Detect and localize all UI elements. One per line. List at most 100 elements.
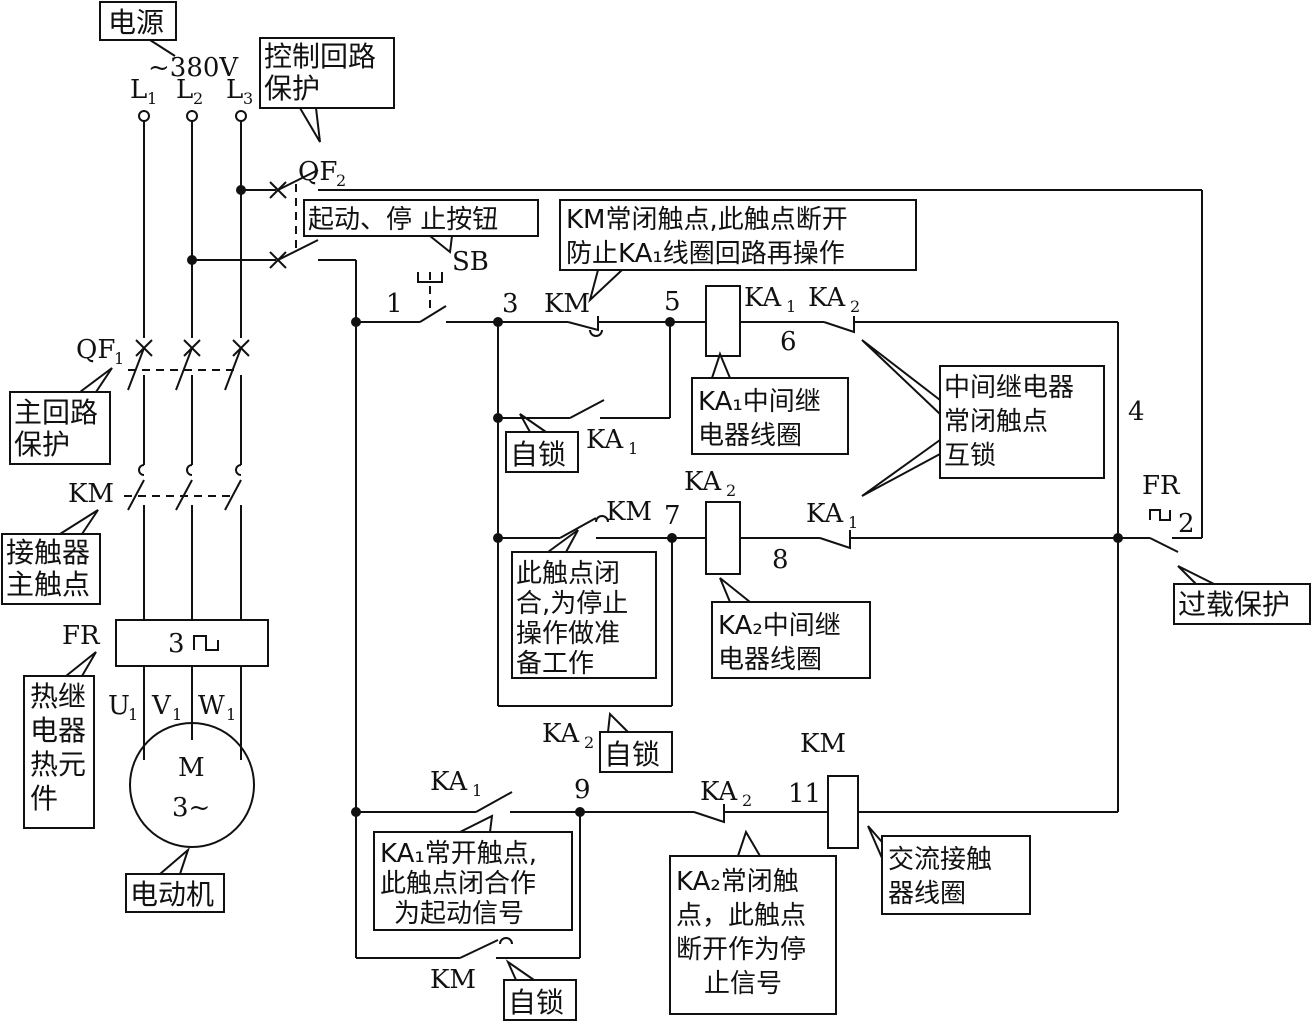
svg-text:5: 5 <box>664 287 681 317</box>
svg-text:止信号: 止信号 <box>704 969 782 999</box>
svg-text:电器线圈: 电器线圈 <box>718 645 822 675</box>
control-row-1: 1 3 KM 5 KA 1 6 KA 2 4 <box>351 272 1145 812</box>
svg-text:自锁: 自锁 <box>604 738 660 771</box>
svg-text:L: L <box>226 75 243 105</box>
ka2-self-lock-label: KA <box>542 719 580 749</box>
svg-text:主回路: 主回路 <box>14 396 98 429</box>
svg-text:此触点闭合作: 此触点闭合作 <box>380 869 536 899</box>
self-lock-callout-2: 自锁 <box>599 711 673 773</box>
ka2-coil <box>705 501 741 575</box>
svg-text:控制回路: 控制回路 <box>264 40 376 73</box>
sb-button-head[interactable] <box>417 272 443 283</box>
ka2-coil-callout: KA₂中间继 电器线圈 <box>711 577 871 679</box>
motor: U 1 V 1 W 1 M 3~ <box>108 691 255 848</box>
svg-text:3: 3 <box>502 289 519 319</box>
svg-text:4: 4 <box>1128 397 1145 427</box>
svg-text:KM: KM <box>800 729 846 759</box>
km-no-contact <box>559 517 597 539</box>
fr-nc-contact <box>1149 537 1179 553</box>
svg-text:1: 1 <box>226 705 236 724</box>
svg-text:KA₂常闭触: KA₂常闭触 <box>676 867 799 897</box>
motor-callout: 电动机 <box>125 846 225 913</box>
control-row-3: KA 1 9 KA 2 11 KM <box>351 729 1118 849</box>
svg-text:电动机: 电动机 <box>130 878 214 911</box>
ka1-start-contact <box>475 791 513 813</box>
svg-text:KA: KA <box>430 767 468 797</box>
svg-text:此触点闭: 此触点闭 <box>516 559 620 589</box>
svg-text:KA₁常开触点,: KA₁常开触点, <box>380 839 537 869</box>
svg-text:M: M <box>178 753 205 783</box>
svg-text:保护: 保护 <box>264 72 320 105</box>
motor-circle <box>129 722 255 848</box>
km-no-bottom-contact <box>459 939 499 959</box>
svg-text:电器: 电器 <box>30 714 86 747</box>
svg-text:2: 2 <box>336 171 346 190</box>
svg-text:L: L <box>130 75 147 105</box>
svg-text:自锁: 自锁 <box>510 438 566 471</box>
ka1-no-contact <box>569 399 605 419</box>
svg-text:1: 1 <box>786 297 796 316</box>
svg-text:自锁: 自锁 <box>508 986 564 1019</box>
svg-text:交流接触: 交流接触 <box>888 845 992 875</box>
svg-text:KM: KM <box>68 479 114 509</box>
voltage-label: ~380V <box>148 53 239 83</box>
svg-text:1: 1 <box>848 513 858 532</box>
km-self-lock-branch: KM <box>355 812 581 995</box>
svg-text:断开作为停: 断开作为停 <box>676 935 806 965</box>
svg-text:QF: QF <box>298 157 337 187</box>
svg-text:为起动信号: 为起动信号 <box>394 899 524 929</box>
svg-text:1: 1 <box>128 705 138 724</box>
ka2-self-lock-branch <box>497 538 673 707</box>
svg-text:W: W <box>198 691 225 721</box>
main-wires <box>143 121 276 338</box>
svg-text:1: 1 <box>386 289 403 319</box>
svg-text:2: 2 <box>742 791 752 810</box>
km-coil <box>827 775 859 849</box>
svg-text:过载保护: 过载保护 <box>1178 588 1290 621</box>
power-callout-box <box>99 1 177 41</box>
ka2-nc-note-callout: KA₂常闭触 点，此触点 断开作为停 止信号 <box>669 829 837 1015</box>
terminal-L2 <box>186 110 198 122</box>
ka1-coil <box>705 285 741 357</box>
svg-text:3: 3 <box>243 89 253 108</box>
km-no-note-callout: 此触点闭 合,为停止 操作做准 备工作 <box>511 529 657 679</box>
svg-text:接触器: 接触器 <box>6 536 90 569</box>
svg-text:11: 11 <box>788 779 821 809</box>
svg-text:常闭触点: 常闭触点 <box>944 407 1048 437</box>
svg-text:操作做准: 操作做准 <box>516 619 620 649</box>
svg-text:热元: 热元 <box>30 748 86 781</box>
svg-text:KM: KM <box>544 289 590 319</box>
ac-coil-callout: 交流接触 器线圈 <box>867 825 1031 915</box>
svg-text:QF: QF <box>76 335 115 365</box>
svg-text:KA: KA <box>808 283 846 313</box>
svg-text:中间继电器: 中间继电器 <box>944 373 1074 403</box>
svg-text:1: 1 <box>628 439 638 458</box>
svg-text:3~: 3~ <box>172 793 210 823</box>
svg-text:保护: 保护 <box>14 428 70 461</box>
svg-text:KM常闭触点,此触点断开: KM常闭触点,此触点断开 <box>566 205 848 235</box>
overload-callout: 过载保护 <box>1173 565 1311 625</box>
svg-text:1: 1 <box>172 705 182 724</box>
ka2-stop-contact <box>693 804 725 824</box>
svg-text:FR: FR <box>62 621 101 651</box>
svg-text:7: 7 <box>664 501 681 531</box>
ka1-self-lock-branch: KA 1 <box>493 322 671 538</box>
svg-text:2: 2 <box>850 297 860 316</box>
svg-text:互锁: 互锁 <box>944 441 996 471</box>
km-nc-note-callout: KM常闭触点,此触点断开 防止KA₁线圈回路再操作 <box>559 199 917 304</box>
svg-text:KA: KA <box>806 499 844 529</box>
svg-text:FR: FR <box>1142 471 1181 501</box>
power-callout-pointer <box>149 39 176 57</box>
svg-text:2: 2 <box>584 733 594 752</box>
svg-text:KA: KA <box>744 283 782 313</box>
ka2-nc-contact <box>823 316 855 334</box>
thermal-callout: 热继 电器 热元 件 <box>23 651 97 829</box>
sb-label: SB <box>452 247 489 277</box>
sb-button[interactable] <box>419 305 447 323</box>
svg-text:器线圈: 器线圈 <box>888 879 966 909</box>
svg-text:KA: KA <box>586 425 624 455</box>
start-stop-callout: 起动、停 止按钮 <box>303 199 539 254</box>
km-main-contacts: KM <box>68 464 242 620</box>
svg-text:合,为停止: 合,为停止 <box>516 589 628 619</box>
control-row-2: KM 7 KA 2 8 KA 1 FR 2 <box>493 467 1202 575</box>
